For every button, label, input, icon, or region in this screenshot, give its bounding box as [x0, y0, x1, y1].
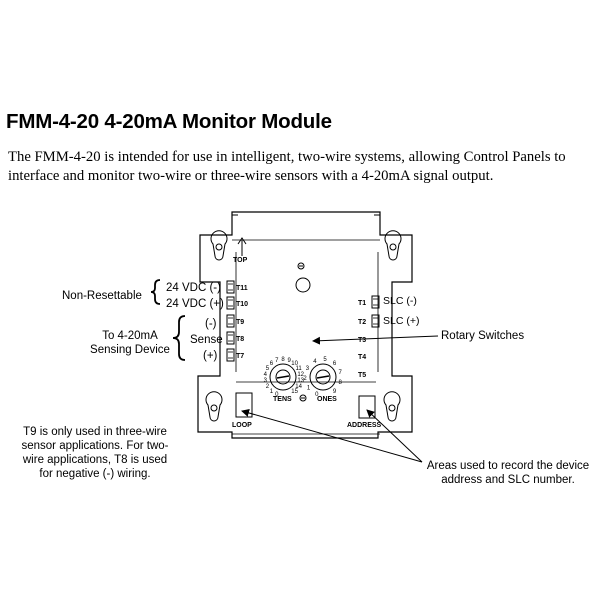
t9-note: T9 is only used in three-wire sensor app…	[10, 425, 180, 481]
pos-label: (+)	[203, 350, 218, 362]
terminal-label: T10	[236, 301, 248, 308]
sensing-device-label-line2: Sensing Device	[90, 344, 170, 356]
dial-digit: 10	[291, 361, 298, 367]
rotary-switches-label: Rotary Switches	[441, 330, 525, 342]
areas-note-line-2: address and SLC number.	[441, 474, 575, 486]
dial-digit: 11	[295, 366, 302, 372]
terminal-label: T3	[358, 337, 366, 344]
terminal-label: T9	[236, 319, 244, 326]
loop-record-area	[235, 392, 253, 418]
dial-digit: 0	[275, 392, 279, 398]
dial-digit: 8	[339, 380, 343, 386]
brace-sensing-device	[172, 315, 186, 361]
terminal-label: T5	[358, 372, 366, 379]
ones-label: ONES	[317, 396, 337, 403]
terminal-t5[interactable]: T5	[358, 372, 366, 379]
dial-digit: 3	[264, 378, 268, 384]
terminal-t11[interactable]: T11	[226, 280, 248, 294]
neg-label: (-)	[205, 318, 217, 330]
t9-note-line-1: T9 is only used in three-wire	[23, 426, 167, 438]
areas-note-line-1: Areas used to record the device	[426, 460, 590, 472]
led-indicator	[297, 262, 305, 270]
dial-digit: 6	[333, 361, 337, 367]
dial-digit: 2	[266, 384, 270, 390]
vdc-neg-label: 24 VDC (-)	[166, 282, 221, 294]
screw-icon	[295, 277, 311, 293]
tens-label: TENS	[273, 396, 292, 403]
rotary-switch-leader	[312, 335, 439, 345]
address-area-leader	[366, 409, 423, 463]
dial-digit: 7	[339, 370, 343, 376]
intro-line-1: The FMM-4-20 is intended for use in inte…	[8, 149, 566, 165]
mounting-hole-top-right	[384, 230, 402, 261]
dial-digit: 9	[333, 389, 337, 395]
screw-small-icon	[299, 394, 307, 402]
terminal-t1[interactable]: T1	[358, 295, 380, 309]
dial-digit: 15	[291, 389, 298, 395]
dial-digit: 0	[315, 392, 319, 398]
terminal-t9[interactable]: T9	[226, 314, 244, 328]
top-label: TOP	[233, 257, 248, 264]
vdc-pos-label: 24 VDC (+)	[166, 298, 224, 310]
module-body	[197, 211, 413, 439]
address-label: ADDRESS	[347, 422, 382, 429]
dial-digit: 13	[297, 378, 304, 384]
non-resettable-label: Non-Resettable	[62, 290, 142, 302]
dial-digit: 8	[281, 357, 285, 363]
dial-digit: 3	[306, 366, 310, 372]
terminal-label: T11	[236, 285, 248, 292]
page-title: FMM-4-20 4-20mA Monitor Module	[6, 110, 332, 133]
sensing-device-label-line1: To 4-20mA	[102, 330, 158, 342]
dial-digit: 5	[266, 366, 270, 372]
loop-area-leader	[241, 409, 423, 463]
slc-neg-label: SLC (-)	[383, 295, 417, 307]
dial-digit: 9	[288, 358, 292, 364]
t9-note-line-2: sensor applications. For two-	[21, 440, 169, 452]
top-arrow-icon	[237, 237, 247, 256]
terminal-t2[interactable]: T2	[358, 314, 380, 328]
areas-note: Areas used to record the device address …	[420, 459, 596, 487]
terminal-label: T2	[358, 319, 366, 326]
mounting-hole-bottom-right	[383, 391, 401, 422]
terminal-t4[interactable]: T4	[358, 354, 366, 361]
terminal-t8[interactable]: T8	[226, 331, 244, 345]
dial-digit: 7	[275, 358, 279, 364]
terminal-t10[interactable]: T10	[226, 296, 248, 310]
dial-digit: 4	[313, 359, 317, 365]
sense-label: Sense	[190, 334, 223, 346]
dial-digit: 6	[270, 361, 274, 367]
terminal-label: T8	[236, 336, 244, 343]
intro-line-2: interface and monitor two-wire or three-…	[8, 167, 494, 184]
dial-digit: 5	[323, 357, 327, 363]
terminal-t7[interactable]: T7	[226, 348, 244, 362]
brace-non-resettable	[150, 279, 161, 305]
mounting-hole-bottom-left	[205, 391, 223, 422]
dial-digit: 2	[303, 376, 307, 382]
dial-digit: 1	[270, 389, 274, 395]
terminal-label: T7	[236, 353, 244, 360]
t9-note-line-4: for negative (-) wiring.	[39, 468, 151, 480]
mounting-hole-top-left	[210, 230, 228, 261]
loop-label: LOOP	[232, 422, 252, 429]
corner-brackets	[231, 214, 381, 221]
terminal-label: T4	[358, 354, 366, 361]
dial-digit: 12	[297, 372, 304, 378]
address-record-area	[358, 395, 376, 419]
slc-pos-label: SLC (+)	[383, 315, 419, 327]
dial-digit: 1	[307, 386, 311, 392]
terminal-t3[interactable]: T3	[358, 337, 366, 344]
intro-paragraph: The FMM-4-20 is intended for use in inte…	[8, 148, 600, 185]
terminal-label: T1	[358, 300, 366, 307]
dial-digit: 14	[295, 384, 302, 390]
t9-note-line-3: wire applications, T8 is used	[22, 454, 168, 466]
dial-digit: 4	[264, 372, 268, 378]
